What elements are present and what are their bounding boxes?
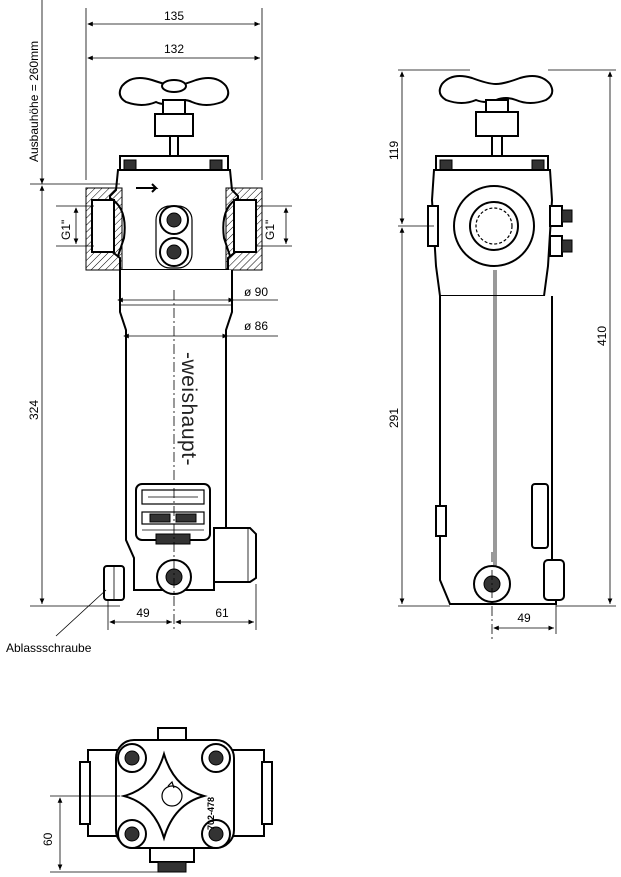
dim-side-bottom-offset: 49 — [517, 611, 531, 625]
drain-label: Ablassschraube — [6, 641, 92, 655]
rotate-icon — [161, 785, 183, 807]
dim-thread-right: G1" — [263, 220, 277, 240]
part-number: 702-478 — [206, 797, 216, 830]
front-view: -weishaupt- 135 132 Ausba — [6, 0, 292, 655]
dim-side-total: 410 — [595, 326, 609, 346]
dim-thread-left: G1" — [59, 220, 73, 240]
handwheel-icon — [118, 77, 230, 157]
dim-install-height: Ausbauhöhe = 260mm — [27, 41, 41, 162]
brand-label: -weishaupt- — [177, 352, 200, 466]
dim-top-depth: 60 — [41, 832, 55, 846]
type-plate — [135, 483, 211, 545]
dim-right-offset: 61 — [215, 606, 229, 620]
dim-total-height: 324 — [27, 400, 41, 420]
side-view: 119 291 410 49 — [387, 69, 616, 640]
side-port — [213, 527, 257, 583]
flow-arrow-icon — [136, 183, 159, 193]
top-handwheel-icon — [120, 750, 208, 842]
dim-inner-width: 132 — [164, 42, 184, 56]
dim-diameter-90: ø 90 — [244, 285, 268, 299]
side-bowl — [439, 296, 557, 605]
side-handwheel-icon — [438, 75, 554, 157]
dim-side-body: 291 — [387, 408, 401, 428]
dim-diameter-86: ø 86 — [244, 319, 268, 333]
top-view: 702-478 60 — [41, 727, 273, 873]
dim-left-offset: 49 — [136, 606, 150, 620]
dim-outer-width: 135 — [164, 9, 184, 23]
dim-side-top: 119 — [387, 141, 401, 160]
